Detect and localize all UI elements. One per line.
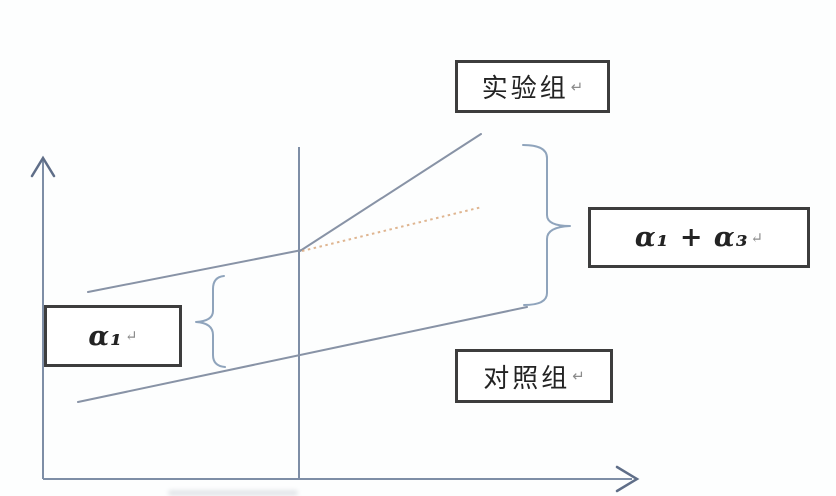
return-mark-icon: ↵ xyxy=(570,78,584,96)
x-axis-arrowhead-icon xyxy=(615,465,640,493)
return-mark-icon: ↵ xyxy=(750,228,764,247)
counterfactual-dotted-line xyxy=(301,206,483,252)
return-mark-icon: ↵ xyxy=(125,327,138,345)
cropped-text-remnant xyxy=(168,490,298,496)
control-trend-line xyxy=(77,306,528,403)
treatment-pre-trend-line xyxy=(87,249,303,293)
alpha1-plus-alpha3-label-box: α₁ + α₃↵ xyxy=(588,207,810,268)
return-mark-icon: ↵ xyxy=(572,368,585,385)
treatment-post-trend-line xyxy=(299,133,482,252)
left-brace xyxy=(195,275,226,368)
treatment-group-label: 实验组 xyxy=(481,73,569,103)
right-brace xyxy=(522,144,571,306)
treatment-group-label-box: 实验组↵ xyxy=(455,60,610,113)
control-group-label-box: 对照组↵ xyxy=(455,349,613,403)
y-axis-arrowhead-icon xyxy=(30,155,56,178)
control-group-label: 对照组 xyxy=(483,362,571,393)
alpha1-label-box: α₁↵ xyxy=(44,305,182,367)
alpha1-label: α₁ xyxy=(88,320,124,352)
alpha1-plus-alpha3-label: α₁ + α₃ xyxy=(634,222,749,253)
